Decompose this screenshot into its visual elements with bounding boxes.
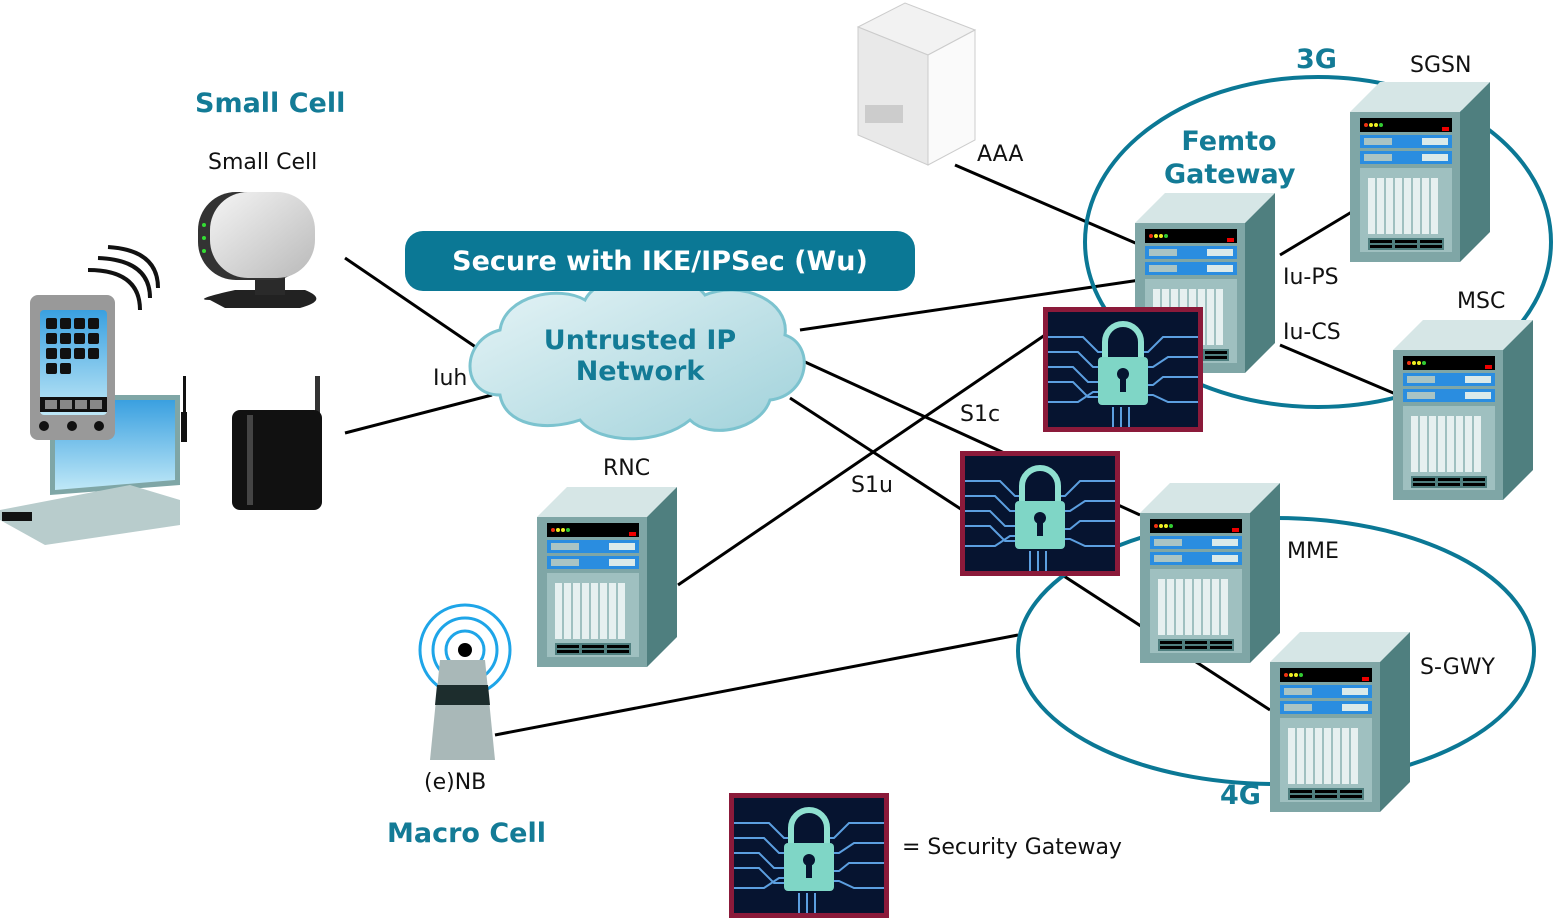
iu-cs-interface-label: Iu-CS: [1283, 320, 1341, 345]
security-gateway-icon: [960, 451, 1120, 576]
rnc-label: RNC: [603, 456, 651, 481]
aaa-label: AAA: [977, 142, 1024, 167]
wireless-signal-icon: [87, 245, 160, 311]
small-cell-device-label: Small Cell: [208, 150, 318, 175]
sgwy-label: S-GWY: [1420, 655, 1495, 680]
mme-server-icon: [1140, 483, 1280, 663]
rnc-server-icon: [537, 487, 677, 667]
router-device-icon: [232, 376, 322, 510]
sgsn-server-icon: [1350, 82, 1490, 262]
link-router-cloud: [344, 393, 493, 435]
femto-gateway-title-line1: Femto: [1181, 126, 1277, 157]
link-rnc-secgw: [677, 333, 1046, 587]
link-small-cell-cloud: [344, 256, 481, 352]
msc-server-icon: [1393, 320, 1533, 500]
small-cell-device-icon: [198, 192, 317, 308]
link-iu-cs: [1279, 343, 1399, 397]
macro-cell-group-title: Macro Cell: [387, 818, 546, 849]
legend-security-gateway-label: = Security Gateway: [902, 835, 1122, 860]
link-cloud-femto-gateway: [799, 278, 1141, 332]
link-enb-4g: [494, 633, 1019, 737]
3g-group-title: 3G: [1296, 44, 1337, 75]
mme-label: MME: [1287, 539, 1339, 564]
iu-ps-interface-label: Iu-PS: [1283, 265, 1339, 290]
legend-security-gateway-icon: [729, 793, 889, 918]
link-aaa-femto-gateway: [954, 163, 1141, 247]
ipsec-banner: Secure with IKE/IPSec (Wu): [405, 231, 915, 291]
femto-gateway-title: Femto Gateway: [1164, 125, 1296, 191]
cloud-label-line2: Network: [575, 356, 705, 387]
4g-group-title: 4G: [1220, 780, 1261, 811]
aaa-server-icon: [856, 2, 977, 166]
small-cell-group-title: Small Cell: [195, 88, 346, 119]
s1u-interface-label: S1u: [851, 473, 893, 498]
security-gateway-icon: [1043, 307, 1203, 432]
femto-gateway-title-line2: Gateway: [1164, 159, 1296, 190]
msc-label: MSC: [1457, 289, 1506, 314]
ipsec-banner-text: Secure with IKE/IPSec (Wu): [452, 245, 868, 277]
enodeb-tower-icon: [418, 603, 512, 760]
sgwy-server-icon: [1270, 632, 1410, 812]
enb-label: (e)NB: [424, 770, 487, 795]
cloud-label-line1: Untrusted IP: [543, 325, 737, 356]
mobile-phone-icon: [30, 245, 160, 440]
untrusted-ip-network-label: Untrusted IP Network: [520, 325, 760, 387]
untrusted-ip-cloud: [468, 272, 806, 441]
sgsn-label: SGSN: [1410, 53, 1472, 78]
link-iu-ps: [1279, 208, 1356, 257]
group-3g-ellipse: [1083, 75, 1553, 409]
iuh-interface-label: Iuh: [433, 366, 468, 391]
s1c-interface-label: S1c: [960, 402, 1001, 427]
